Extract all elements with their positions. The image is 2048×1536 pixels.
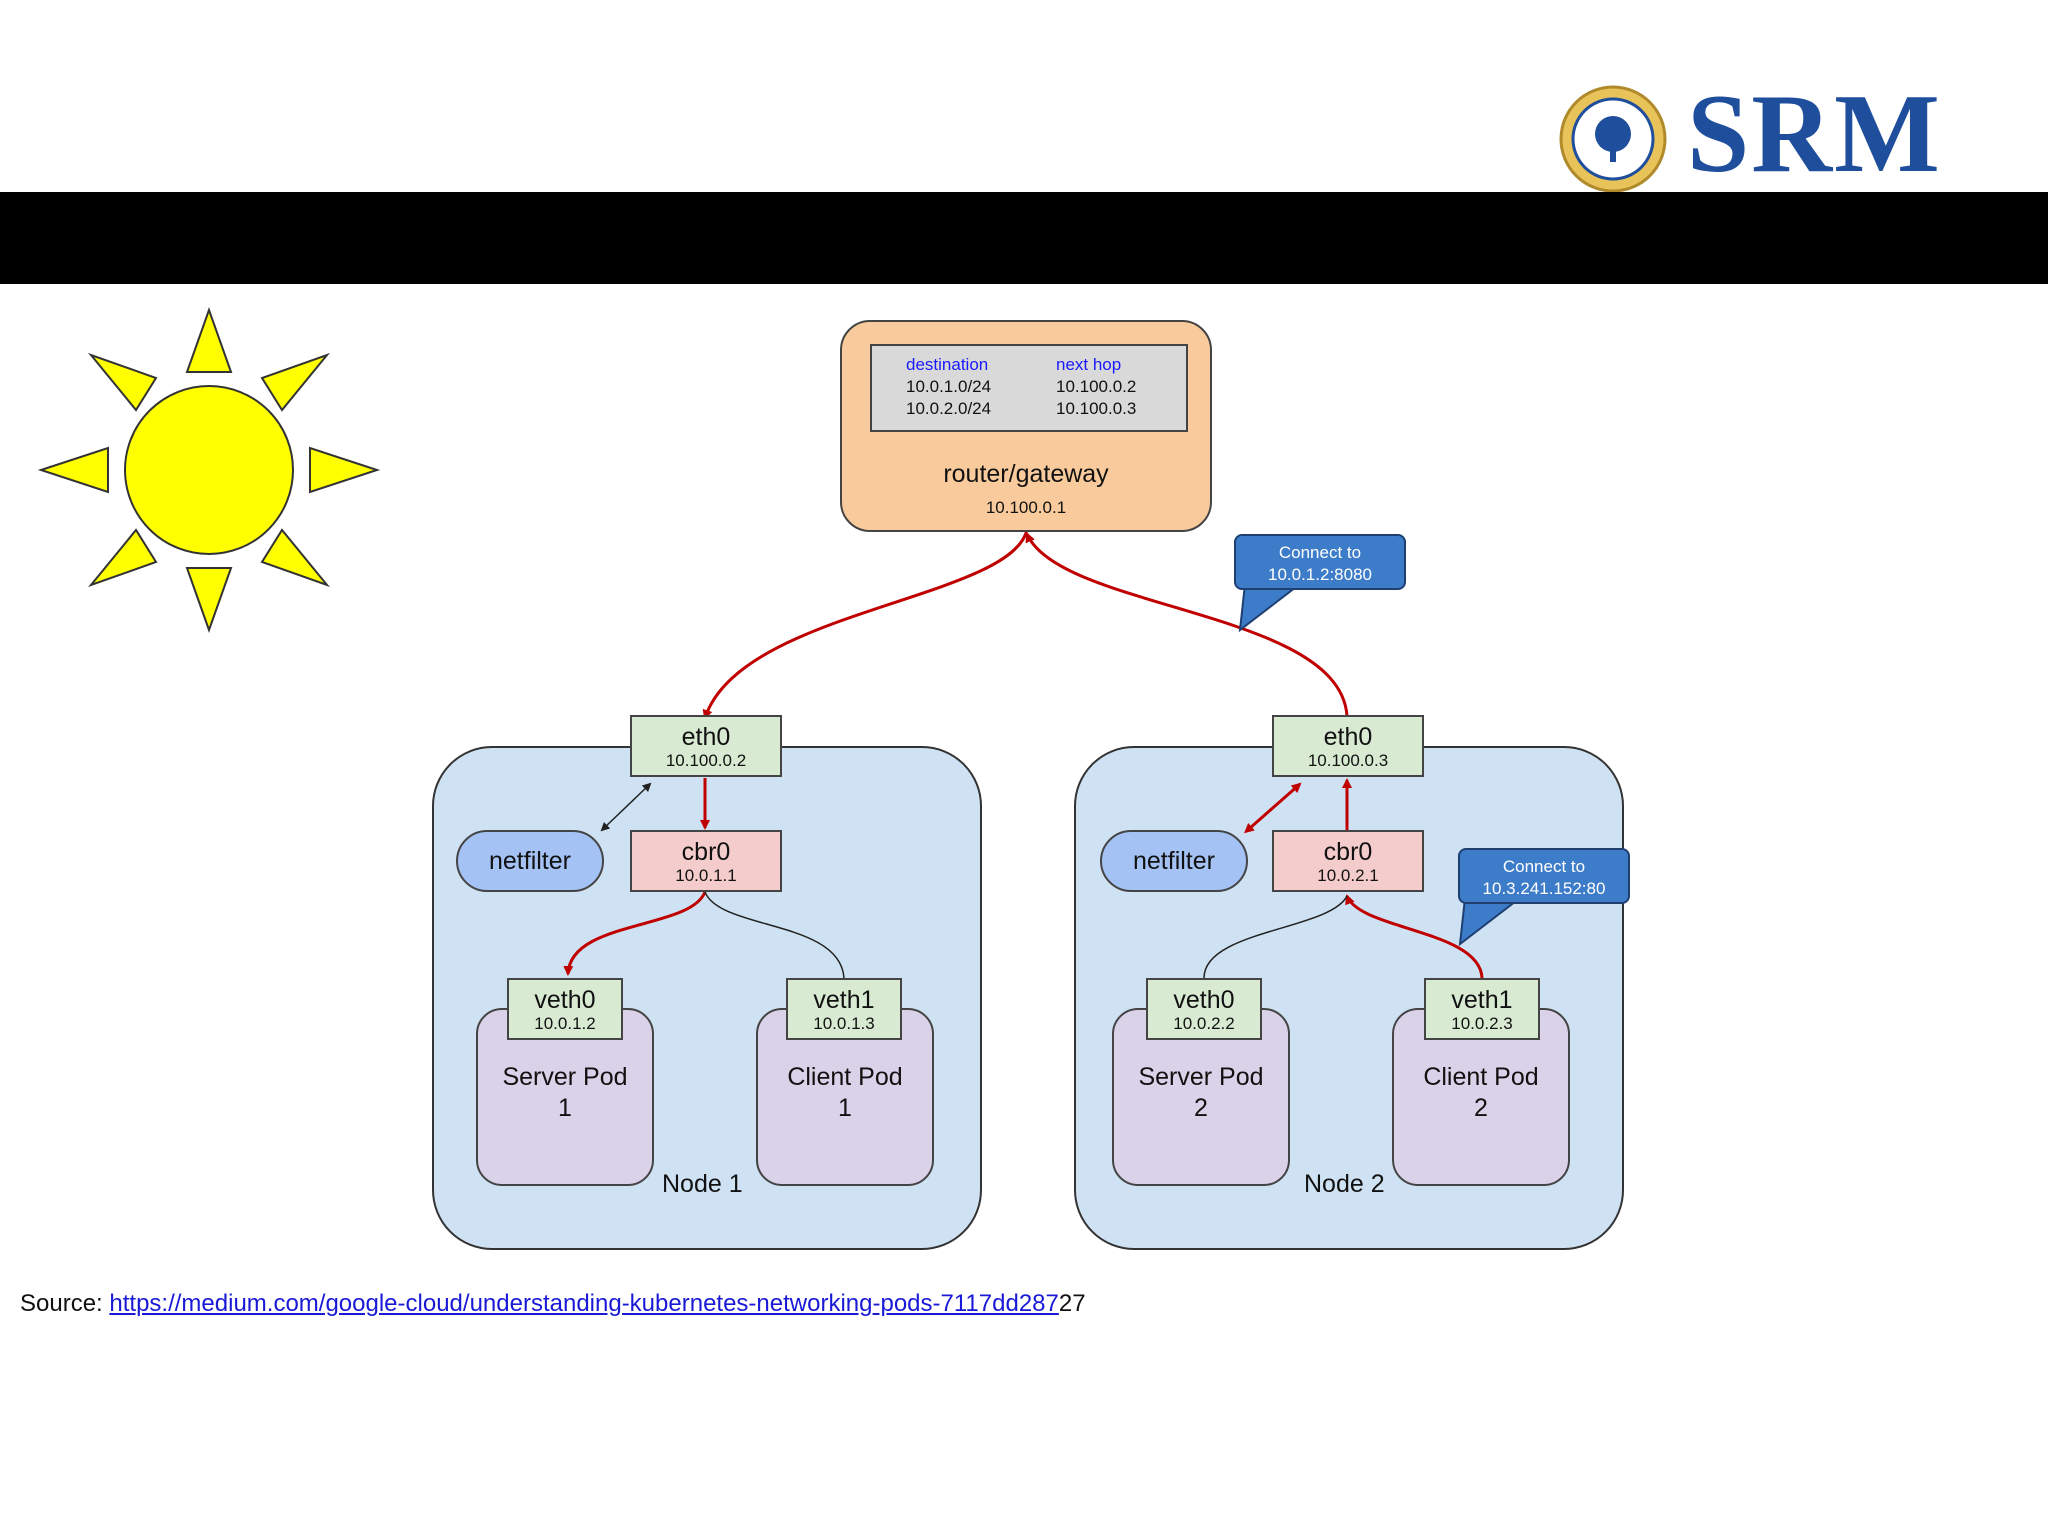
routing-table-nexthop-column: next hop 10.100.0.2 10.100.0.3 — [1056, 354, 1136, 420]
source-label: Source: — [20, 1290, 103, 1317]
iface-ip: 10.100.0.3 — [1307, 751, 1389, 770]
router-name: router/gateway — [943, 460, 1109, 488]
iface-name: cbr0 — [681, 838, 731, 866]
pod-name: Server Pod — [502, 1063, 628, 1091]
node2-veth1: veth1 10.0.2.3 — [1424, 978, 1540, 1040]
callout-top-tail — [1238, 583, 1303, 633]
routing-table-header: next hop — [1056, 355, 1122, 374]
route-router-node1 — [702, 529, 1029, 720]
iface-name: eth0 — [1323, 723, 1373, 751]
iface-ip: 10.100.0.2 — [665, 751, 747, 770]
sun-icon — [37, 307, 381, 633]
node1-cbr0: cbr0 10.0.1.1 — [630, 830, 782, 892]
srm-logo: SRM — [1555, 78, 1995, 194]
routing-table-destination-column: destination 10.0.1.0/24 10.0.2.0/24 — [906, 354, 991, 420]
link-node2-veth0-cbr0 — [1203, 895, 1348, 979]
iface-ip: 10.0.1.3 — [813, 1014, 875, 1033]
pod-number: 2 — [1474, 1094, 1488, 1122]
node1-veth1: veth1 10.0.1.3 — [786, 978, 902, 1040]
router-gateway: destination 10.0.1.0/24 10.0.2.0/24 next… — [840, 320, 1212, 532]
iface-ip: 10.0.1.2 — [534, 1014, 596, 1033]
routing-table-header: destination — [906, 355, 989, 374]
iface-name: veth0 — [1173, 986, 1235, 1014]
iface-name: cbr0 — [1323, 838, 1373, 866]
source-citation: Source: https://medium.com/google-cloud/… — [20, 1290, 1086, 1318]
iface-name: veth0 — [534, 986, 596, 1014]
routing-table-cell: 10.100.0.2 — [1056, 377, 1137, 396]
link-node1-cbr0-veth1 — [704, 891, 845, 979]
logo-text: SRM — [1687, 72, 1942, 196]
pod-name: Client Pod — [787, 1063, 903, 1091]
iface-name: veth1 — [1451, 986, 1513, 1014]
title-bar — [0, 192, 2048, 284]
pod-name: Server Pod — [1138, 1063, 1264, 1091]
callout-node2-tail — [1458, 897, 1523, 947]
iface-ip: 10.0.1.1 — [675, 866, 737, 885]
iface-ip: 10.0.2.3 — [1451, 1014, 1513, 1033]
callout-node2-line2: 10.3.241.152:80 — [1482, 879, 1606, 898]
iface-ip: 10.0.2.2 — [1173, 1014, 1235, 1033]
iface-name: eth0 — [681, 723, 731, 751]
route-node2-router — [1025, 532, 1349, 717]
k8s-networking-diagram: destination 10.0.1.0/24 10.0.2.0/24 next… — [420, 310, 1680, 1260]
callout-top: Connect to 10.0.1.2:8080 — [1234, 534, 1406, 590]
pod-number: 1 — [838, 1094, 852, 1122]
pod-number: 1 — [558, 1094, 572, 1122]
callout-top-line2: 10.0.1.2:8080 — [1268, 565, 1372, 584]
routing-table: destination 10.0.1.0/24 10.0.2.0/24 next… — [870, 344, 1188, 432]
node2-netfilter: netfilter — [1100, 830, 1248, 892]
callout-node2-line1: Connect to — [1502, 857, 1586, 876]
routing-table-cell: 10.0.2.0/24 — [906, 399, 992, 418]
source-link-trailing: 27 — [1058, 1290, 1086, 1317]
link-node2-netfilter-eth0 — [1243, 782, 1302, 834]
route-node1-cbr0-veth0 — [563, 891, 707, 976]
route-node2-veth1-cbr0 — [1345, 894, 1484, 979]
routing-table-cell: 10.100.0.3 — [1056, 399, 1137, 418]
connector-lines — [563, 529, 1523, 979]
pod-name: Client Pod — [1423, 1063, 1539, 1091]
node2-veth0: veth0 10.0.2.2 — [1146, 978, 1262, 1040]
node2-eth0: eth0 10.100.0.3 — [1272, 715, 1424, 777]
callout-top-line1: Connect to — [1278, 543, 1362, 562]
router-ip: 10.100.0.1 — [985, 498, 1067, 517]
link-node1-netfilter-eth0 — [600, 782, 652, 832]
node2-label: Node 2 — [1304, 1170, 1385, 1198]
source-link[interactable]: https://medium.com/google-cloud/understa… — [109, 1290, 1059, 1317]
iface-name: veth1 — [813, 986, 875, 1014]
srm-seal-icon — [1559, 85, 1667, 193]
node1-veth0: veth0 10.0.1.2 — [507, 978, 623, 1040]
routing-table-cell: 10.0.1.0/24 — [906, 377, 992, 396]
iface-ip: 10.0.2.1 — [1317, 866, 1379, 885]
node1-label: Node 1 — [662, 1170, 743, 1198]
node1-eth0: eth0 10.100.0.2 — [630, 715, 782, 777]
pod-number: 2 — [1194, 1094, 1208, 1122]
node2-cbr0: cbr0 10.0.2.1 — [1272, 830, 1424, 892]
callout-node2: Connect to 10.3.241.152:80 — [1458, 848, 1630, 904]
node1-netfilter: netfilter — [456, 830, 604, 892]
